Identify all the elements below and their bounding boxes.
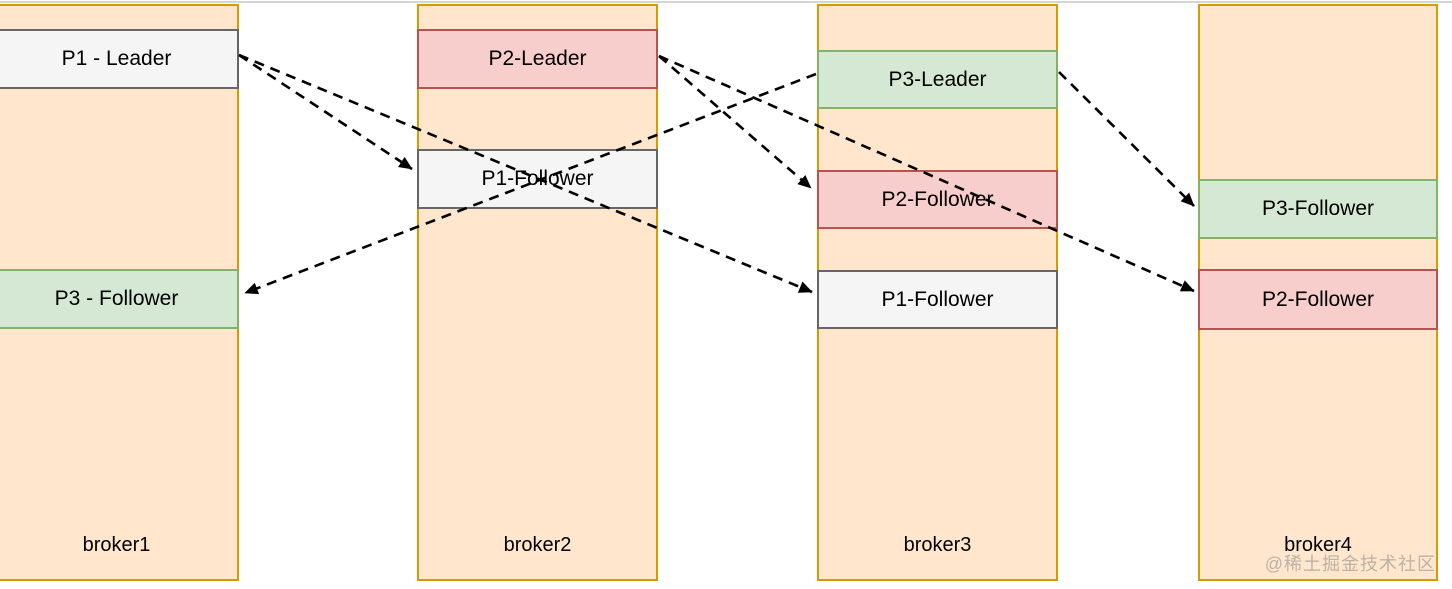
arrow-p3-leader-to-broker4-p3-follower [1058, 71, 1195, 207]
partition-label: P1-Follower [481, 167, 594, 190]
arrow-p2-leader-to-broker3-p2-follower [658, 55, 812, 189]
partition-broker3-p2-follower: P2-Follower [817, 170, 1058, 229]
partition-label: P1-Follower [881, 287, 994, 311]
partition-broker2-p1-follower: P1-Follower [417, 149, 658, 209]
partition-broker1-p1-leader: P1 - Leader [0, 29, 239, 89]
partition-label: P1 - Leader [61, 47, 172, 70]
partition-broker4-p3-follower: P3-Follower [1198, 179, 1438, 239]
partition-broker2-p2-leader: P2-Leader [417, 29, 658, 89]
partition-label: P2-Leader [488, 47, 587, 70]
broker-label: broker3 [903, 534, 972, 556]
partition-label: P3 - Follower [54, 287, 179, 310]
broker-label: broker1 [82, 534, 151, 556]
broker-label: broker2 [503, 534, 572, 556]
partition-label: P2-Follower [881, 187, 994, 211]
partition-broker3-p3-leader: P3-Leader [817, 50, 1058, 109]
watermark: @稀土掘金技术社区 [1264, 554, 1436, 574]
partition-broker1-p3-follower: P3 - Follower [0, 269, 239, 329]
partition-label: P3-Follower [1261, 197, 1375, 220]
partition-broker3-p1-follower: P1-Follower [817, 270, 1058, 329]
partition-label: P3-Leader [888, 67, 987, 91]
arrow-p1-leader-to-broker2-p1-follower [238, 53, 413, 171]
partition-label: P2-Follower [1261, 287, 1375, 311]
broker-column-broker1: P1 - Leader P3 - Follower broker1 [0, 4, 239, 581]
partition-broker4-p2-follower: P2-Follower [1198, 269, 1438, 330]
broker-label: broker4 [1284, 534, 1352, 556]
top-divider-line [0, 1, 1452, 3]
